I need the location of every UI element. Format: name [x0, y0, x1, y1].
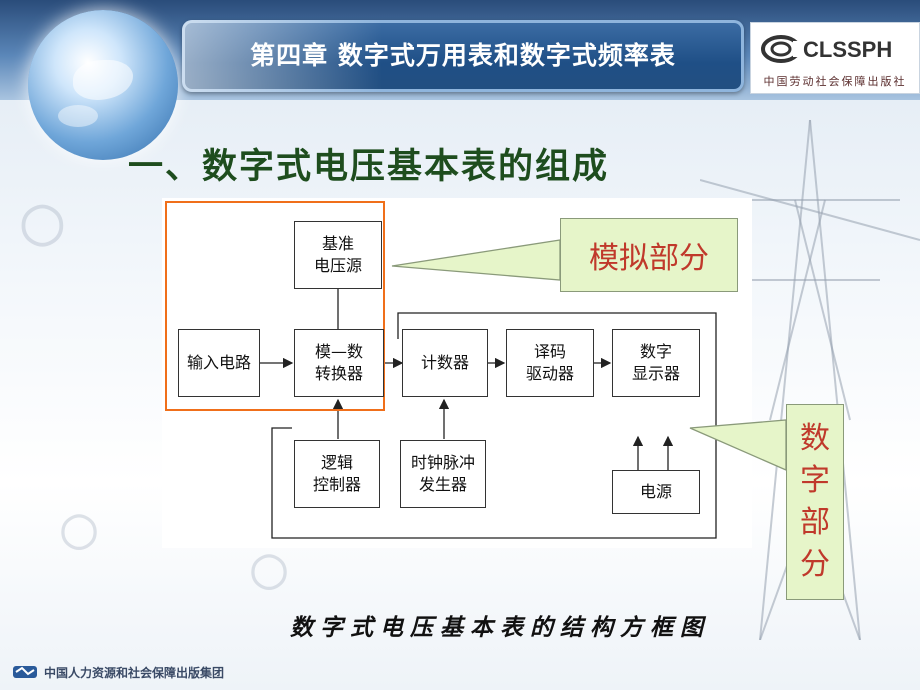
slide-heading: 一、数字式电压基本表的组成 — [128, 147, 610, 187]
logo-text: CLSSPH — [803, 37, 893, 62]
analog-callout-pointer — [391, 239, 561, 281]
clssph-logo-icon — [761, 35, 803, 63]
block-clock-generator: 时钟脉冲 发生器 — [400, 440, 486, 508]
publisher-group-logo-icon — [13, 666, 37, 678]
block-input-circuit: 输入电路 — [178, 329, 260, 397]
block-counter: 计数器 — [402, 329, 488, 397]
globe-icon — [28, 10, 178, 160]
publisher-logo: CLSSPH 中国劳动社会保障出版社 — [750, 22, 920, 94]
watermark-logo: ◯ — [250, 551, 289, 589]
block-ad-converter: 模—数 转换器 — [294, 329, 384, 397]
logo-subtitle: 中国劳动社会保障出版社 — [763, 75, 907, 88]
watermark-logo: ◯ — [20, 201, 65, 245]
chapter-title: 第四章 数字式万用表和数字式频率表 — [250, 41, 676, 70]
digital-callout-pointer — [689, 419, 787, 471]
block-reference-voltage: 基准 电压源 — [294, 221, 382, 289]
title-bar-glow — [182, 20, 382, 92]
analog-section-frame — [165, 201, 385, 411]
diagram-caption: 数字式电压基本表的结构方框图 — [290, 614, 710, 641]
globe-land-shape — [58, 105, 98, 127]
watermark-logo: ◯ — [60, 511, 99, 549]
footer-publisher: 中国人力资源和社会保障出版集团 — [44, 666, 225, 680]
block-power-supply: 电源 — [612, 470, 700, 514]
digital-section-callout: 数 字 部 分 — [786, 404, 844, 600]
digital-enclosure-line — [271, 312, 717, 539]
analog-section-callout: 模拟部分 — [560, 218, 738, 292]
chapter-title-bar: 第四章 数字式万用表和数字式频率表 — [182, 20, 744, 92]
block-decoder-driver: 译码 驱动器 — [506, 329, 594, 397]
block-logic-controller: 逻辑 控制器 — [294, 440, 380, 508]
block-digital-display: 数字 显示器 — [612, 329, 700, 397]
